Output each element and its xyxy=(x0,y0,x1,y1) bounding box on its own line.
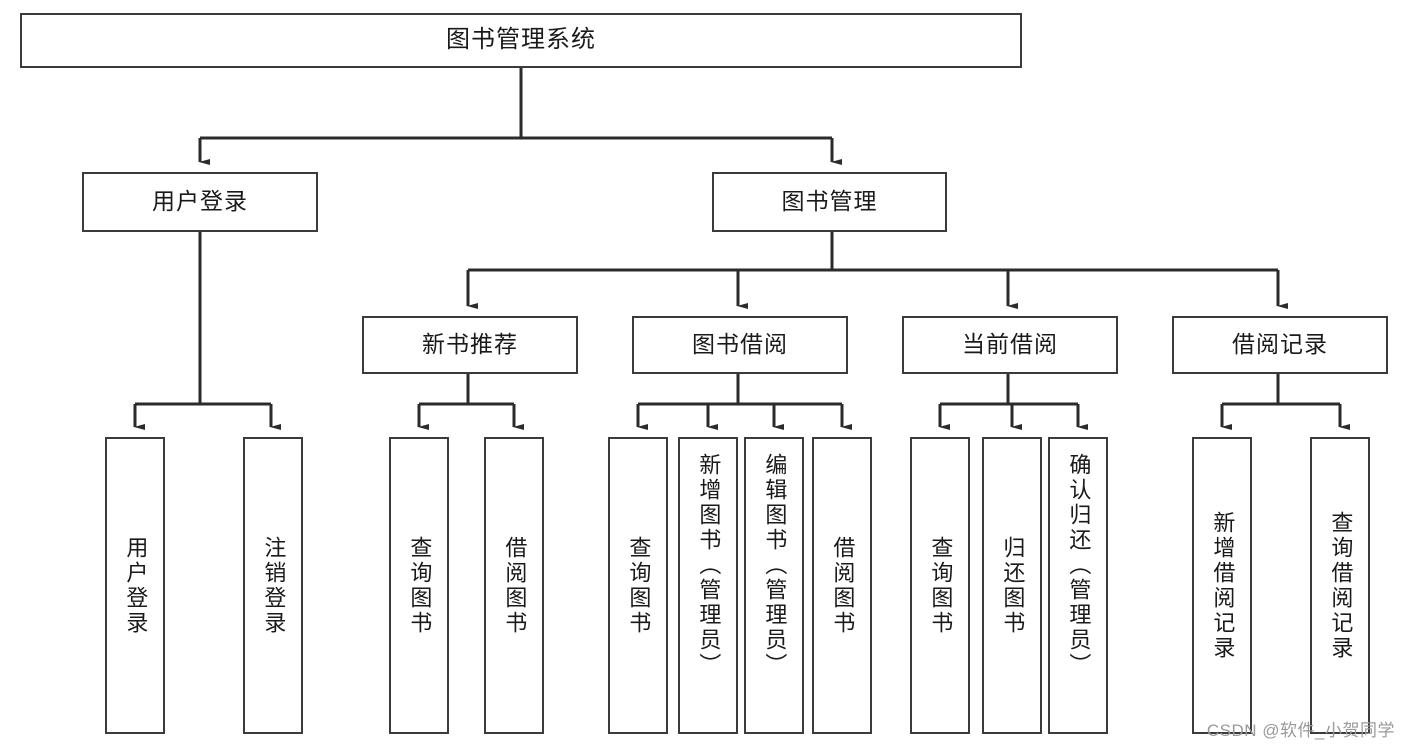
node-leaf-borrow-book-label: 借阅图书 xyxy=(830,535,856,636)
node-new-book-recommend-label: 新书推荐 xyxy=(422,331,518,358)
node-current-borrow-label: 当前借阅 xyxy=(962,331,1058,358)
node-leaf-user-login[interactable]: 用户登录 xyxy=(105,437,165,734)
node-book-borrow[interactable]: 图书借阅 xyxy=(632,316,848,374)
node-leaf-logout[interactable]: 注销登录 xyxy=(243,437,303,734)
node-leaf-logout-label: 注销登录 xyxy=(261,535,287,636)
node-leaf-borrow-book-new[interactable]: 借阅图书 xyxy=(484,437,544,734)
node-new-book-recommend[interactable]: 新书推荐 xyxy=(362,316,578,374)
node-book-manage-label: 图书管理 xyxy=(781,188,878,215)
node-leaf-return-book[interactable]: 归还图书 xyxy=(982,437,1042,734)
node-leaf-add-book-admin-label: 新增图书（管理员） xyxy=(696,453,722,678)
node-leaf-confirm-return-label: 确认归还（管理员） xyxy=(1066,453,1092,678)
node-book-borrow-label: 图书借阅 xyxy=(692,331,788,358)
node-leaf-confirm-return[interactable]: 确认归还（管理员） xyxy=(1048,437,1108,734)
node-current-borrow[interactable]: 当前借阅 xyxy=(902,316,1118,374)
node-leaf-query-book-borrow[interactable]: 查询图书 xyxy=(608,437,668,734)
node-leaf-borrow-book[interactable]: 借阅图书 xyxy=(812,437,872,734)
node-leaf-edit-book-admin-label: 编辑图书（管理员） xyxy=(762,453,788,678)
node-borrow-record-label: 借阅记录 xyxy=(1232,331,1328,358)
node-leaf-user-login-label: 用户登录 xyxy=(123,535,149,636)
node-leaf-add-record-label: 新增借阅记录 xyxy=(1210,510,1236,661)
node-root-label: 图书管理系统 xyxy=(446,26,596,54)
csdn-watermark: CSDN @软件_小贺同学 xyxy=(1206,721,1395,740)
node-leaf-add-record[interactable]: 新增借阅记录 xyxy=(1192,437,1252,734)
node-root[interactable]: 图书管理系统 xyxy=(20,13,1022,68)
node-leaf-add-book-admin[interactable]: 新增图书（管理员） xyxy=(678,437,738,734)
node-leaf-borrow-book-new-label: 借阅图书 xyxy=(502,535,528,636)
node-leaf-query-record-label: 查询借阅记录 xyxy=(1328,510,1354,661)
node-user-login-label: 用户登录 xyxy=(152,188,248,215)
node-leaf-query-book-new[interactable]: 查询图书 xyxy=(389,437,449,734)
node-leaf-query-book-cur[interactable]: 查询图书 xyxy=(910,437,970,734)
node-leaf-query-book-cur-label: 查询图书 xyxy=(928,535,954,636)
node-leaf-query-record[interactable]: 查询借阅记录 xyxy=(1310,437,1370,734)
node-leaf-query-book-new-label: 查询图书 xyxy=(407,535,433,636)
node-book-manage[interactable]: 图书管理 xyxy=(712,172,947,232)
node-user-login[interactable]: 用户登录 xyxy=(82,172,318,232)
node-leaf-query-book-borrow-label: 查询图书 xyxy=(626,535,652,636)
node-leaf-return-book-label: 归还图书 xyxy=(1000,535,1026,636)
node-leaf-edit-book-admin[interactable]: 编辑图书（管理员） xyxy=(744,437,804,734)
node-borrow-record[interactable]: 借阅记录 xyxy=(1172,316,1388,374)
